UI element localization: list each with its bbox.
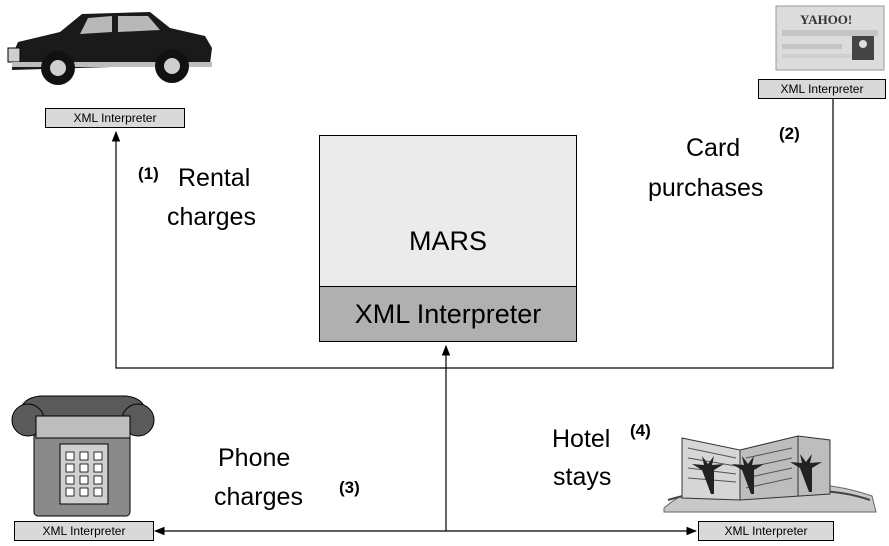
phone-label-line2: charges [214, 483, 303, 511]
phone-number: (3) [339, 478, 360, 497]
car-xml-interpreter: XML Interpreter [45, 108, 185, 128]
mars-xml-interpreter: XML Interpreter [320, 286, 576, 341]
hotel-label-line2: stays [553, 463, 612, 491]
car-icon [7, 12, 212, 85]
card-xml-interpreter: XML Interpreter [758, 79, 886, 99]
phone-label-line1: Phone [218, 444, 291, 472]
credit-card-icon: YAHOO! [775, 5, 885, 71]
card-brand-text: YAHOO! [800, 12, 852, 27]
phone-xml-interpreter: XML Interpreter [14, 521, 154, 541]
hotel-number: (4) [630, 421, 651, 440]
rental-label-line1: Rental [178, 164, 251, 192]
connector-lines [111, 99, 834, 536]
telephone-icon [11, 395, 155, 517]
car-to-bus-line [111, 99, 834, 369]
rental-label-line2: charges [167, 203, 256, 231]
hotel-label-line1: Hotel [552, 425, 611, 453]
card-label-line2: purchases [648, 174, 764, 202]
card-label-line1: Card [686, 134, 741, 162]
mars-title: MARS [408, 226, 487, 256]
card-number: (2) [779, 124, 800, 143]
hotel-icon [663, 435, 877, 513]
rental-number: (1) [138, 164, 159, 183]
mars-system-box: MARS XML Interpreter [319, 135, 577, 342]
hotel-xml-interpreter: XML Interpreter [698, 521, 834, 541]
